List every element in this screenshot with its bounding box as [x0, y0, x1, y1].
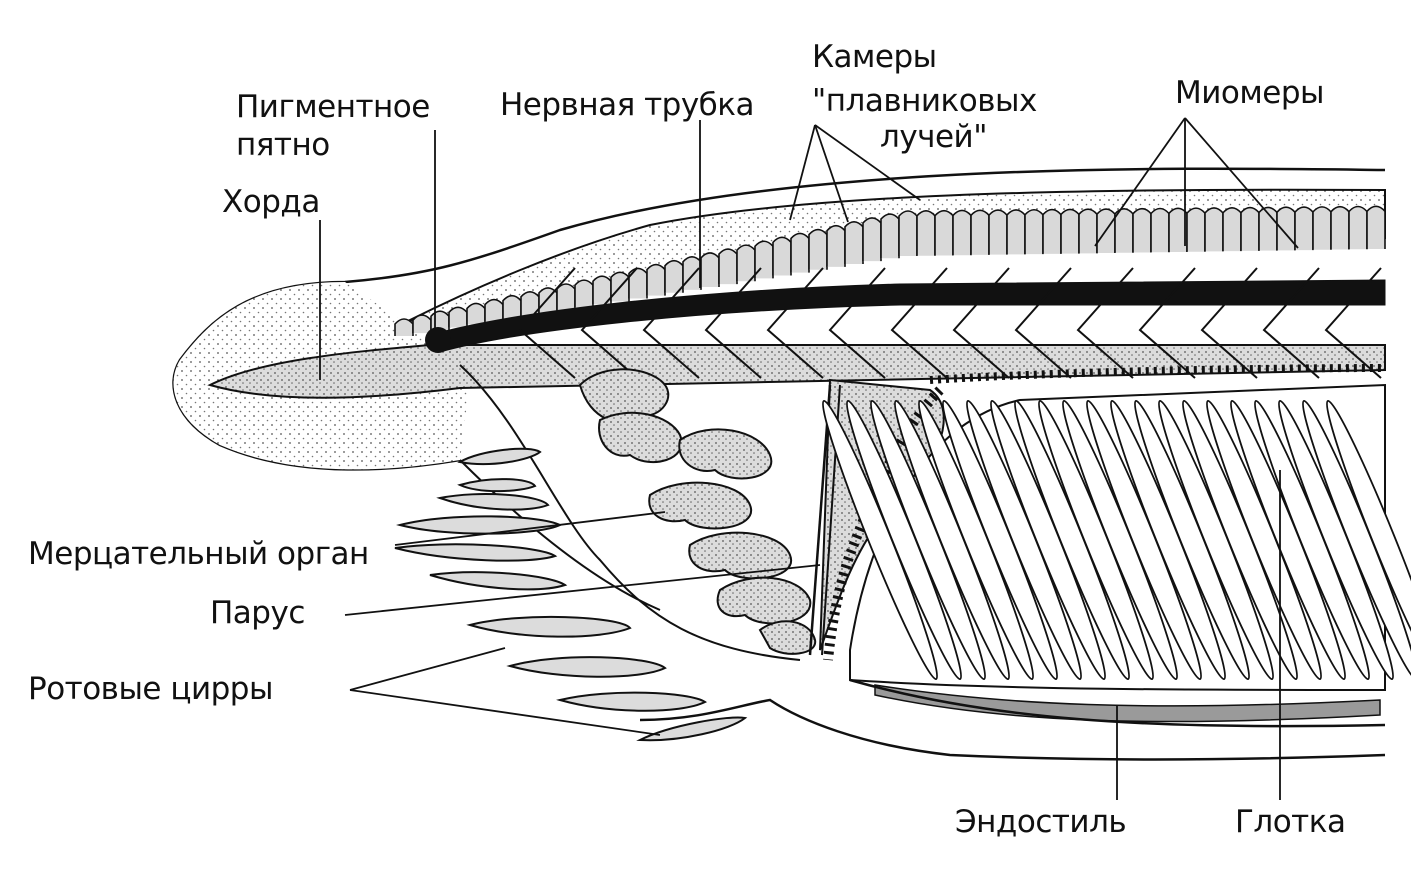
fin-ray-chamber [412, 314, 432, 334]
fin-ray-chamber [862, 217, 882, 262]
gill-slits [821, 399, 1411, 681]
fin-ray-chamber [826, 224, 846, 267]
neural-tube-shape [429, 279, 1386, 353]
myomere [642, 267, 700, 379]
fin-ray-chamber [844, 221, 864, 264]
notochord-shape [207, 344, 1386, 399]
fin-ray-chamber [394, 318, 414, 336]
fin-ray-chamber [808, 228, 828, 270]
label-ciliated-organ: Мерцательный орган [28, 536, 369, 572]
fin-ray-chamber [448, 306, 468, 328]
leader-lines [319, 117, 1299, 800]
myomere [518, 267, 576, 379]
fin-ray-chamber [1114, 208, 1134, 253]
fin-ray-chamber [502, 294, 522, 319]
pigment-spot [425, 327, 451, 353]
fin-ray-chamber [484, 298, 504, 322]
fin-ray-chamber [934, 209, 954, 256]
fin-ray-chamber [1078, 208, 1098, 254]
fin-ray-chamber [736, 244, 756, 282]
fin-ray-chamber [1312, 206, 1332, 250]
fin-ray-chamber [952, 209, 972, 256]
fin-ray-chamber [718, 248, 738, 285]
myomere [1138, 267, 1196, 379]
label-myomeres: Миомеры [1175, 75, 1324, 111]
fin-ray-chamber [916, 210, 936, 256]
myomere-chevrons [518, 267, 1382, 379]
myomere [580, 267, 638, 379]
myomere [1076, 267, 1134, 379]
fin-ray-chamber [1330, 205, 1350, 250]
label-velum: Парус [210, 595, 305, 631]
fin-ray-chamber [1366, 205, 1386, 249]
label-fin-chambers-3: лучей" [880, 119, 987, 155]
label-pigment-spot-2: пятно [236, 127, 330, 163]
fin-ray-chamber [1348, 205, 1368, 250]
fin-ray-chamber [1294, 206, 1314, 251]
fin-ray-chamber [970, 209, 990, 255]
fin-ray-chambers [394, 205, 1386, 336]
oral-cirri [394, 447, 748, 742]
fin-ray-chamber [646, 263, 666, 296]
fin-ray-chamber [1042, 208, 1062, 254]
label-fin-chambers-2: "плавниковых [812, 83, 1037, 119]
fin-ray-chamber [1222, 206, 1242, 252]
fin-ray-chamber [1060, 208, 1080, 254]
myomere [890, 267, 948, 379]
ciliated-organ-lobes [578, 368, 817, 655]
label-pharynx: Глотка [1235, 804, 1346, 840]
fin-ray-chamber [898, 210, 918, 256]
fin-ray-chamber [1006, 209, 1026, 255]
fin-ray-chamber [1240, 206, 1260, 251]
fin-ray-chamber [880, 213, 900, 259]
gill-slit [1325, 399, 1411, 681]
myomere [1200, 267, 1258, 379]
fin-ray-chamber [988, 209, 1008, 255]
fin-ray-chamber [1204, 207, 1224, 252]
fin-ray-chamber [466, 302, 486, 325]
fin-ray-chamber [574, 279, 594, 308]
label-oral-cirri: Ротовые цирры [28, 671, 273, 707]
fin-ray-chamber [700, 252, 720, 288]
label-notochord: Хорда [222, 184, 320, 220]
endostyle-shape [874, 684, 1381, 723]
fin-ray-chamber [1132, 207, 1152, 253]
fin-ray-chamber [1024, 208, 1044, 255]
fin-ray-chamber [1150, 207, 1170, 253]
ventral-outline [639, 678, 1386, 761]
fin-ray-chamber [1186, 207, 1206, 252]
label-endostyle: Эндостиль [955, 804, 1127, 840]
fin-ray-chamber [790, 232, 810, 273]
velum-edge [808, 384, 832, 656]
myomere [828, 267, 886, 379]
myomere [704, 267, 762, 379]
label-fin-chambers-1: Камеры [812, 39, 937, 75]
fin-ray-chamber [772, 236, 792, 276]
myomere [766, 267, 824, 379]
myomere [1014, 267, 1072, 379]
myomere [1324, 267, 1382, 379]
myomere [952, 267, 1010, 379]
fin-ray-chamber [556, 283, 576, 311]
fin-ray-chamber [682, 255, 702, 290]
fin-ray-chamber [1276, 206, 1296, 251]
label-pigment-spot-1: Пигментное [236, 89, 430, 125]
myomere [1262, 267, 1320, 379]
label-neural-tube: Нервная трубка [500, 87, 755, 123]
